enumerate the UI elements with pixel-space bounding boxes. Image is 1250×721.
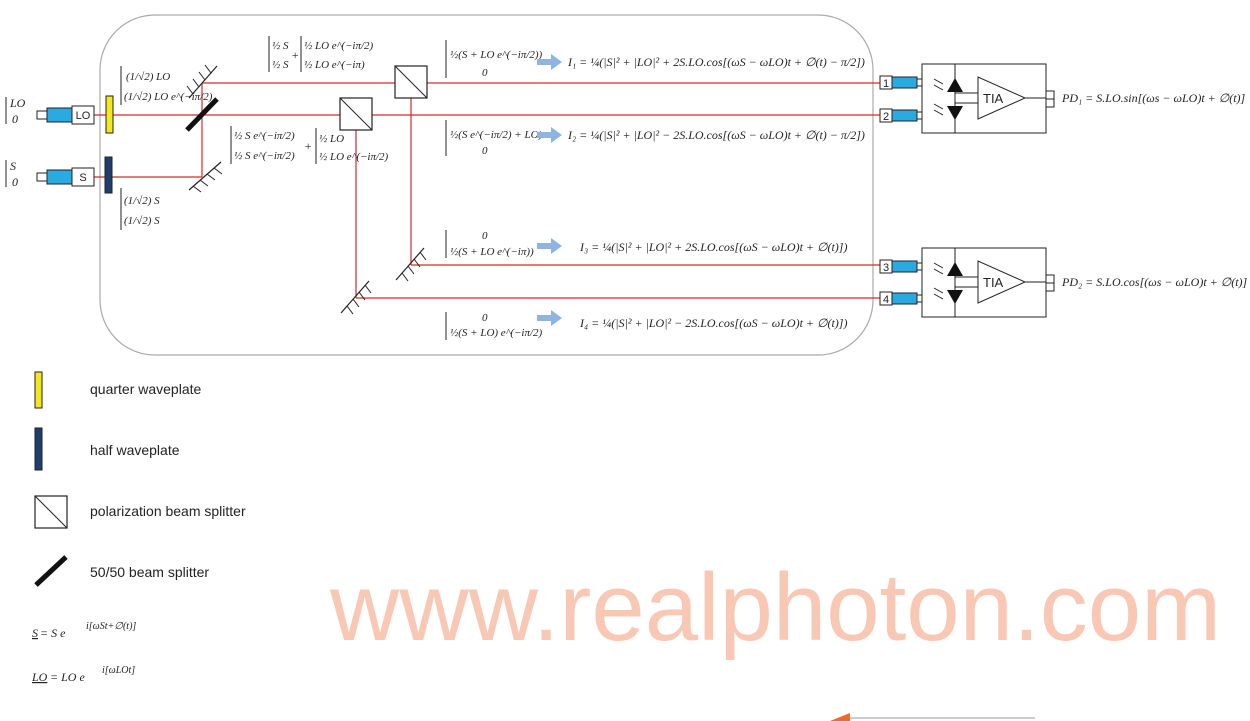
definition-lhs: LO [31, 670, 48, 684]
photodiode-icon [947, 106, 963, 120]
vector-bottom: ½(S + LO) e^(−iπ/2) [450, 327, 543, 339]
tia-label: TIA [983, 91, 1004, 106]
port-label: 3 [883, 262, 889, 274]
output-2: ½(S e^(−iπ/2) + LO) 0 I₂ = ¼(|S|² + |LO|… [445, 120, 865, 157]
vector-bottom: (1/√2) S [124, 215, 160, 227]
vector-bottom: ½(S + LO e^(−iπ)) [450, 246, 534, 258]
tia-amplifier [977, 260, 1027, 304]
vector-top: ½(S e^(−iπ/2) + LO) [450, 129, 543, 141]
vector-bottom: ½ LO e^(−iπ/2) [319, 151, 389, 163]
definition-s: S = S e i[ωSt+∅(t)] [32, 621, 136, 640]
legend: quarter waveplate half waveplate polariz… [34, 371, 246, 587]
photodiode-icon [947, 262, 963, 276]
vector-mid-arm: ½ S e^(−iπ/2) ½ S e^(−iπ/2) + ½ LO ½ LO … [230, 126, 389, 164]
legend-pbs-symbol [34, 495, 68, 529]
vector-top: ½ LO [319, 133, 344, 145]
legend-label: quarter waveplate [90, 381, 202, 397]
port-label: 4 [883, 294, 889, 306]
definition-exponent: i[ωLOt] [102, 665, 135, 676]
quarter-waveplate [105, 95, 114, 134]
vector-bottom: ½ S e^(−iπ/2) [234, 150, 295, 162]
photodiode-icon [947, 78, 963, 92]
light-arrows-icon [933, 78, 944, 116]
legend-label: polarization beam splitter [90, 503, 246, 519]
legend-label: 50/50 beam splitter [90, 564, 209, 580]
definition-exponent: i[ωSt+∅(t)] [86, 621, 136, 632]
vector-top: (1/√2) S [124, 195, 160, 207]
legend-half-waveplate-swatch [34, 427, 43, 471]
optical-hybrid-enclosure [99, 14, 874, 356]
vector-top: ½ S e^(−iπ/2) [234, 130, 295, 142]
vector-lo-in: LO 0 [5, 96, 26, 126]
legend-label: half waveplate [90, 442, 180, 458]
half-waveplate [104, 156, 113, 194]
watermark: www.realphoton.com [329, 554, 1221, 661]
tia-amplifier [977, 76, 1027, 120]
pd2-output-formula: PD₂ = S.LO.cos[(ωs − ωLO)t + ∅(t)] [1061, 275, 1248, 289]
polarization-beam-splitter-1 [339, 97, 373, 131]
s-source-label: S [79, 172, 86, 184]
polarization-beam-splitter-2 [394, 65, 428, 99]
port-label: 1 [883, 78, 889, 90]
vector-top: S [10, 159, 16, 173]
vector-after-qwp: (1/√2) LO (1/√2) LO e^(−iπ/2) [120, 66, 213, 105]
legend-quarter-waveplate-swatch [34, 371, 43, 409]
vector-top: ½ LO e^(−iπ/2) [304, 40, 374, 52]
definition-rhs: = S e [40, 626, 66, 640]
vector-bottom: (1/√2) LO e^(−iπ/2) [124, 91, 213, 103]
intensity-formula: I₃ = ¼(|S|² + |LO|² + 2S.LO.cos[(ωS − ωL… [579, 240, 847, 254]
arrow-icon [537, 127, 562, 143]
vector-bottom: 0 [482, 67, 488, 79]
arrow-icon [537, 54, 562, 70]
vector-bottom: 0 [12, 112, 18, 126]
orange-arrow-fragment [830, 713, 850, 721]
tia-label: TIA [983, 275, 1004, 290]
plus-sign: + [291, 48, 299, 62]
vector-top: (1/√2) LO [126, 71, 170, 83]
vector-bottom: 0 [482, 145, 488, 157]
vector-top-arm: ½ S ½ S + ½ LO e^(−iπ/2) ½ LO e^(−iπ) [268, 36, 374, 72]
definition-lo: LO = LO e i[ωLOt] [31, 665, 135, 684]
arrow-icon [537, 310, 562, 326]
vector-top: LO [9, 96, 26, 110]
light-arrows-icon [933, 262, 944, 300]
intensity-formula: I₂ = ¼(|S|² + |LO|² − 2S.LO.cos[(ωS − ωL… [567, 128, 865, 142]
output-1: ½(S + LO e^(−iπ/2)) 0 I₁ = ¼(|S|² + |LO|… [445, 40, 865, 79]
intensity-formula: I₁ = ¼(|S|² + |LO|² + 2S.LO.cos[(ωS − ωL… [567, 55, 865, 69]
output-3: 0 ½(S + LO e^(−iπ)) I₃ = ¼(|S|² + |LO|² … [445, 230, 847, 258]
balanced-detector-1: 1 2 TIA PD₁ = S.LO.sin[(ωs − ωLO)t + ∅(t… [879, 63, 1246, 134]
vector-top: ½ S [272, 40, 289, 52]
vector-top: 0 [482, 230, 488, 242]
vector-top: ½(S + LO e^(−iπ/2)) [450, 49, 543, 61]
vector-after-hwp: (1/√2) S (1/√2) S [120, 188, 160, 230]
lo-source-label: LO [76, 110, 91, 122]
legend-bs-symbol [34, 555, 68, 587]
vector-bottom: 0 [12, 175, 18, 189]
s-source: S [36, 167, 95, 187]
vector-s-in: S 0 [5, 159, 18, 189]
arrow-icon [537, 238, 562, 254]
vector-bottom: ½ S [272, 59, 289, 71]
definition-lhs: S [32, 626, 38, 640]
photodiode-icon [947, 290, 963, 304]
plus-sign: + [304, 139, 312, 153]
definition-rhs: = LO e [50, 670, 85, 684]
balanced-detector-2: 3 4 TIA PD₂ = S.LO.cos[(ωs − ωLO)t + ∅(t… [879, 247, 1248, 318]
vector-top: 0 [482, 312, 488, 324]
intensity-formula: I₄ = ¼(|S|² + |LO|² − 2S.LO.cos[(ωS − ωL… [579, 316, 847, 330]
50-50-beam-splitter [185, 97, 219, 132]
port-label: 2 [883, 111, 889, 123]
vector-bottom: ½ LO e^(−iπ) [304, 59, 365, 71]
lo-source: LO [36, 105, 95, 125]
pd1-output-formula: PD₁ = S.LO.sin[(ωs − ωLO)t + ∅(t)] [1061, 91, 1246, 105]
beam-paths [94, 82, 880, 299]
output-4: 0 ½(S + LO) e^(−iπ/2) I₄ = ¼(|S|² + |LO|… [445, 310, 847, 340]
